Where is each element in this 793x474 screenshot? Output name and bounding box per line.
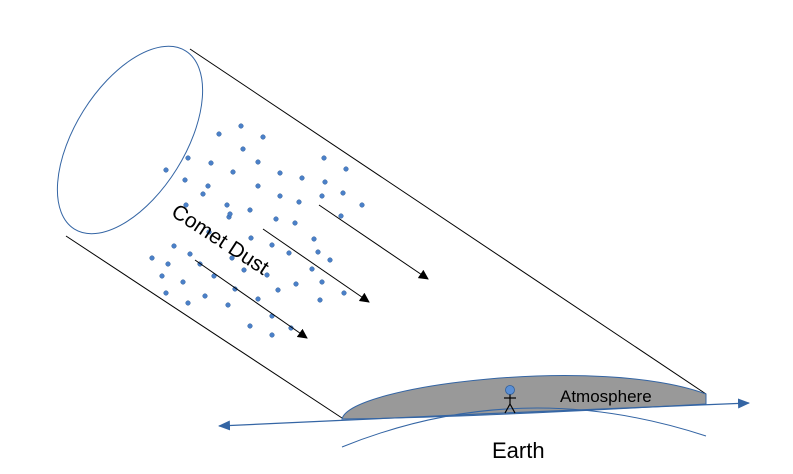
- dust-particle: [225, 302, 231, 308]
- dust-particle: [238, 123, 244, 129]
- dust-particle: [269, 332, 275, 338]
- dust-arrow: [318, 204, 429, 280]
- dust-particle: [315, 249, 321, 255]
- dust-particle: [327, 257, 333, 263]
- dust-particle: [273, 216, 279, 222]
- dust-arrow: [262, 228, 370, 303]
- dust-particle: [182, 177, 188, 183]
- dust-particle: [240, 146, 246, 152]
- dust-particle: [230, 169, 236, 175]
- dust-particle: [247, 323, 253, 329]
- dust-particle: [338, 213, 344, 219]
- horizon-arrow-left: [218, 413, 481, 431]
- dust-particle: [322, 179, 328, 185]
- dust-particle: [208, 160, 214, 166]
- dust-particle: [149, 255, 155, 261]
- earth-surface-curve: [341, 407, 707, 448]
- dust-particle: [340, 190, 346, 196]
- dust-particle: [255, 296, 261, 302]
- dust-particle: [321, 155, 327, 161]
- tube-end-ellipse: [56, 45, 204, 235]
- dust-particle: [292, 220, 298, 226]
- dust-particle: [260, 134, 266, 140]
- dust-particle: [224, 202, 230, 208]
- dust-particle: [264, 272, 270, 278]
- dust-particle: [286, 250, 292, 256]
- dust-particle: [171, 243, 177, 249]
- dust-particle: [293, 281, 299, 287]
- dust-particle: [317, 297, 323, 303]
- dust-particle: [216, 131, 222, 137]
- dust-particle: [319, 279, 325, 285]
- horizon-arrow-right: [479, 398, 750, 415]
- comet-dust-label: Comet Dust: [167, 200, 273, 280]
- dust-particle: [229, 255, 235, 261]
- tube-bottom-edge: [65, 235, 343, 419]
- dust-particle: [165, 261, 171, 267]
- dust-particles: [149, 123, 365, 338]
- person-head: [505, 385, 515, 395]
- dust-particle: [275, 287, 281, 293]
- dust-particle: [247, 207, 253, 213]
- earth-label: Earth: [492, 438, 545, 463]
- dust-particle: [227, 211, 233, 217]
- dust-particle: [159, 273, 165, 279]
- dust-particle: [187, 251, 193, 257]
- dust-particle: [185, 300, 191, 306]
- dust-particle: [200, 191, 206, 197]
- dust-particle: [343, 166, 349, 172]
- stick-figure-person-icon: [504, 385, 516, 414]
- dust-particle: [319, 193, 325, 199]
- dust-tube: [56, 45, 707, 419]
- atmosphere-label: Atmosphere: [560, 387, 652, 406]
- dust-particle: [205, 183, 211, 189]
- dust-particle: [296, 199, 302, 205]
- dust-particle: [277, 170, 283, 176]
- dust-particle: [185, 155, 191, 161]
- dust-particle: [299, 175, 305, 181]
- dust-particle: [202, 293, 208, 299]
- dust-particle: [311, 236, 317, 242]
- dust-particle: [341, 290, 347, 296]
- dust-particle: [241, 267, 247, 273]
- dust-particle: [183, 202, 189, 208]
- dust-particle: [309, 266, 315, 272]
- dust-particle: [255, 183, 261, 189]
- dust-particle: [248, 235, 254, 241]
- dust-arrow: [194, 259, 308, 339]
- dust-particle: [163, 290, 169, 296]
- dust-particle: [180, 279, 186, 285]
- dust-particle: [277, 193, 283, 199]
- tube-top-edge: [189, 48, 707, 395]
- dust-particle: [163, 167, 169, 173]
- dust-motion-arrows: [194, 204, 429, 339]
- dust-particle: [269, 242, 275, 248]
- dust-particle: [359, 202, 365, 208]
- horizon-line: [218, 398, 750, 431]
- dust-particle: [206, 229, 212, 235]
- dust-particle: [255, 159, 261, 165]
